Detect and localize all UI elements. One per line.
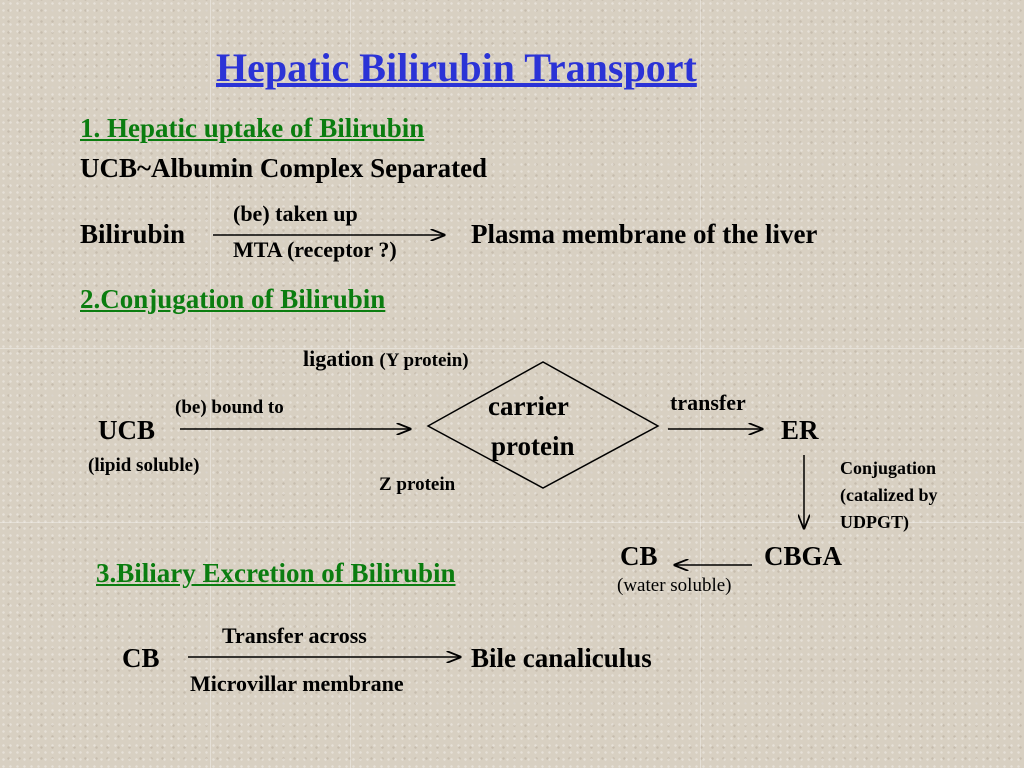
node-bilirubin: Bilirubin [80, 219, 186, 249]
carrier-protein-diamond [426, 361, 660, 489]
arrow-label-mta: MTA (receptor ?) [233, 237, 397, 262]
node-cb-excretion: CB [122, 643, 160, 673]
section-heading-uptake: 1. Hepatic uptake of Bilirubin [80, 113, 425, 143]
conjugation-note-line1: Conjugation [840, 458, 937, 478]
background-grid-line [0, 522, 1024, 523]
background-grid-line [210, 0, 211, 768]
background-grid-line [0, 348, 1024, 349]
label-z-protein: Z protein [379, 474, 456, 495]
node-cb: CB [620, 541, 658, 571]
node-bile-canaliculus: Bile canaliculus [471, 643, 652, 673]
conjugation-note-line3: UDPGT) [840, 512, 909, 532]
node-ucb: UCB [98, 415, 156, 445]
background-grid-line [700, 0, 701, 768]
section-heading-conjugation: 2.Conjugation of Bilirubin [80, 284, 386, 314]
arrow-label-microvillar: Microvillar membrane [190, 671, 404, 696]
node-plasma-membrane: Plasma membrane of the liver [471, 219, 818, 249]
arrow-label-transfer: transfer [670, 390, 746, 415]
background-grid-line [350, 0, 351, 768]
uptake-description: UCB~Albumin Complex Separated [80, 153, 488, 183]
carrier-protein-line1: carrier [488, 391, 569, 421]
ligation-text: ligation [303, 346, 374, 371]
ucb-lipid-soluble-note: (lipid soluble) [88, 455, 200, 476]
ligation-note: (Y protein) [379, 350, 469, 371]
label-ligation: ligation (Y protein) [303, 346, 469, 372]
arrow-label-bound-to: (be) bound to [175, 397, 284, 418]
arrow-label-transfer-across: Transfer across [222, 623, 367, 648]
node-cbga: CBGA [764, 541, 843, 571]
section-heading-excretion: 3.Biliary Excretion of Bilirubin [96, 558, 456, 588]
conjugation-note-line2: (catalized by [840, 485, 938, 505]
page-title: Hepatic Bilirubin Transport [216, 45, 697, 90]
node-er: ER [781, 415, 819, 445]
carrier-protein-line2: protein [491, 431, 575, 461]
conjugation-note: Conjugation (catalized by UDPGT) [840, 455, 937, 536]
arrow-label-taken-up: (be) taken up [233, 201, 358, 226]
cb-water-soluble-note: (water soluble) [617, 575, 732, 596]
